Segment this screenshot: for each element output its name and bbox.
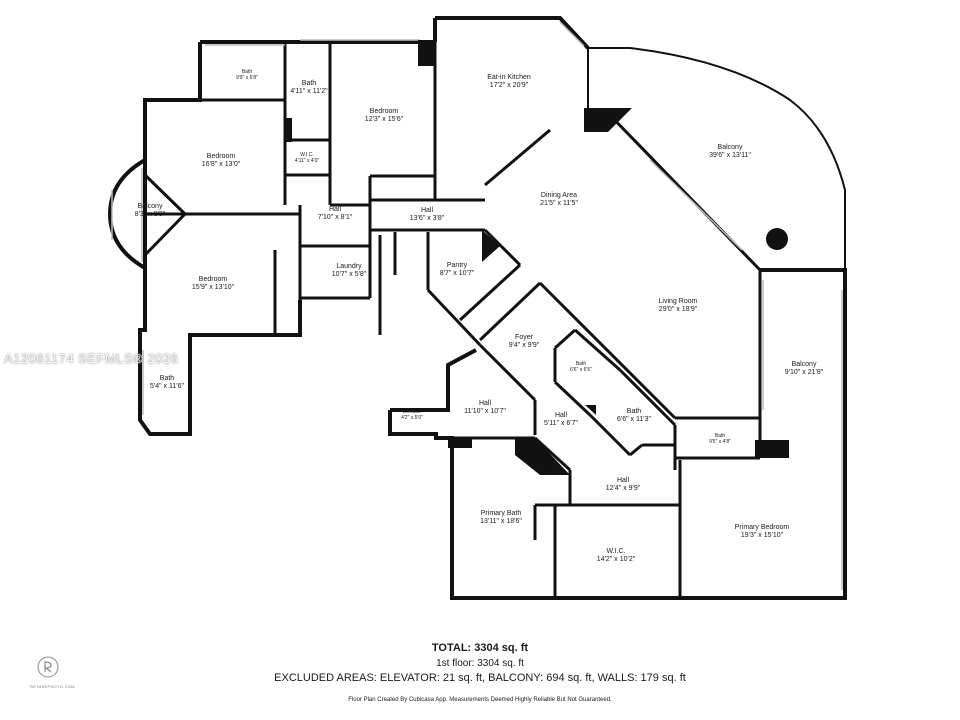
window-lines xyxy=(111,21,843,590)
total-area: TOTAL: 3304 sq. ft xyxy=(431,642,529,654)
exterior-walls xyxy=(107,16,847,600)
credit-note: Floor Plan Created By Cubicasa App. Meas… xyxy=(348,697,612,703)
column-circle xyxy=(766,228,788,250)
wall-blocks xyxy=(286,40,789,475)
interior-walls xyxy=(143,42,762,598)
excluded-areas: EXCLUDED AREAS: ELEVATOR: 21 sq. ft, BAL… xyxy=(274,672,686,684)
logo-text: RETAKEPHOTO.COM xyxy=(30,684,75,689)
mls-watermark: A12061174 SEFMLS® 2026 xyxy=(4,351,179,366)
room-label-wic-2: W.I.C.14'2" x 10'2" xyxy=(596,548,636,564)
room-label-wic-1: W.I.C.4'11" x 4'0" xyxy=(294,152,320,164)
floor-area: 1st floor: 3304 sq. ft xyxy=(436,658,524,669)
balcony-outline xyxy=(587,47,846,270)
retake-logo-icon xyxy=(37,656,59,678)
